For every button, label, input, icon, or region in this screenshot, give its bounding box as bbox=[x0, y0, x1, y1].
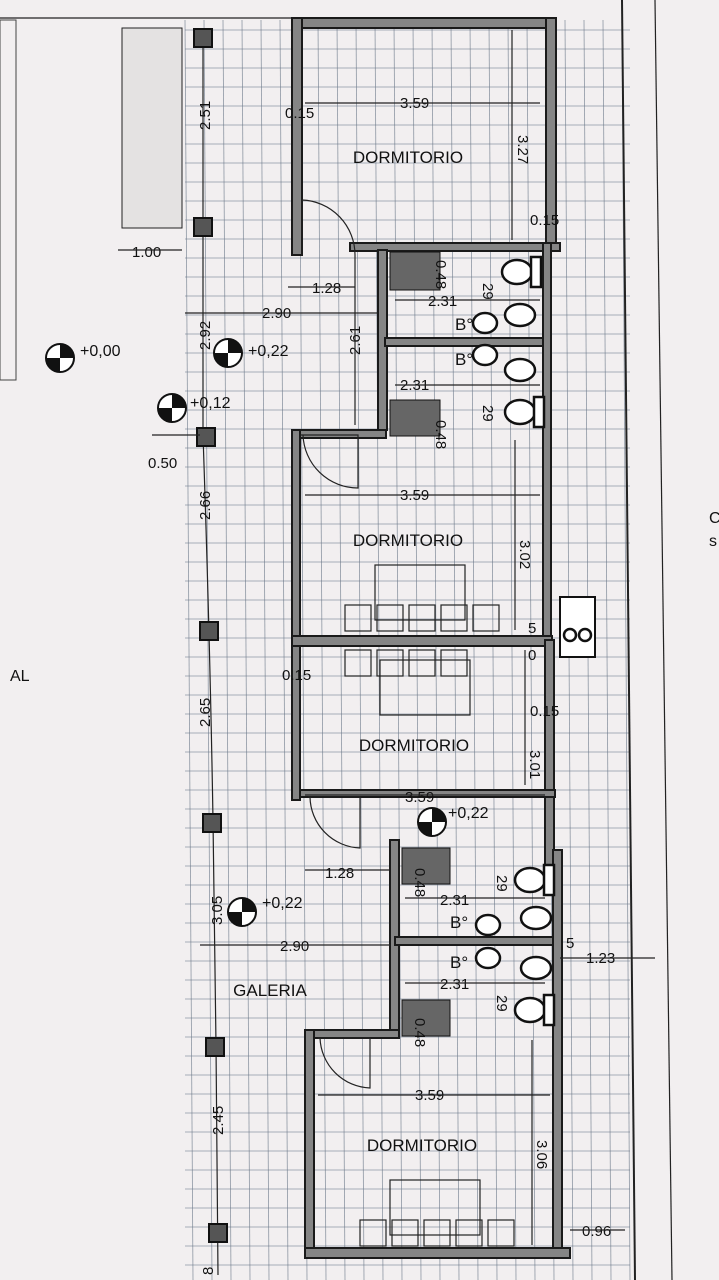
gallery-label: GALERIA bbox=[233, 981, 307, 1000]
walls bbox=[291, 17, 571, 1259]
bath-label: B° bbox=[455, 350, 473, 369]
level-label: +0,12 bbox=[190, 395, 231, 412]
column bbox=[208, 1223, 228, 1243]
edge-text: AL bbox=[10, 668, 30, 685]
beds bbox=[344, 564, 515, 1247]
bath-fixtures bbox=[389, 251, 596, 1037]
dimension-label: 1.28 bbox=[325, 865, 354, 882]
dimension-label: 0.48 bbox=[432, 260, 449, 289]
sink-unit bbox=[559, 596, 596, 658]
edge-text: C bbox=[709, 510, 719, 527]
dimension-label: 2.65 bbox=[197, 698, 214, 727]
level-label: +0,22 bbox=[248, 343, 289, 360]
dimension-label: 0.48 bbox=[411, 868, 428, 897]
dimension-label: 0.96 bbox=[582, 1223, 611, 1240]
dimension-label: 0.15 bbox=[285, 105, 314, 122]
column-axis bbox=[193, 28, 228, 1276]
dimension-label: 29 bbox=[479, 405, 496, 422]
dimension-label: 2.51 bbox=[197, 101, 214, 130]
dimension-label: 5 bbox=[528, 620, 536, 637]
dimension-label: 0.15 bbox=[530, 212, 559, 229]
dimension-label: 2.31 bbox=[440, 892, 469, 909]
dimension-label: 2.90 bbox=[280, 938, 309, 955]
dimension-label: 0 bbox=[528, 647, 536, 664]
edge-text: s bbox=[709, 533, 717, 550]
property-lines bbox=[0, 0, 673, 1280]
dimension-label: 5 bbox=[566, 935, 574, 952]
dimension-label: 0.48 bbox=[432, 420, 449, 449]
dimension-label: 2.92 bbox=[197, 321, 214, 350]
dimension-label: 0.15 bbox=[282, 667, 311, 684]
room-label: DORMITORIO bbox=[353, 531, 463, 550]
dimension-label: 2.66 bbox=[197, 491, 214, 520]
dimension-label: 2.31 bbox=[440, 976, 469, 993]
dimension-label: 2.45 bbox=[210, 1106, 227, 1135]
dimension-label: 3.59 bbox=[405, 789, 434, 806]
dimension-label: 3.02 bbox=[516, 540, 533, 569]
level-markers bbox=[45, 338, 447, 927]
room-label: DORMITORIO bbox=[359, 736, 469, 755]
dimension-label: 0.48 bbox=[411, 1018, 428, 1047]
bath-label: B° bbox=[450, 953, 468, 972]
dimension-label: 1.00 bbox=[132, 244, 161, 261]
dimension-label: 29 bbox=[493, 875, 510, 892]
room-label: DORMITORIO bbox=[353, 148, 463, 167]
labels: DORMITORIO DORMITORIO DORMITORIO DORMITO… bbox=[10, 95, 719, 1275]
bath-label: B° bbox=[450, 913, 468, 932]
dimension-label: 3.01 bbox=[526, 750, 543, 779]
dimension-lines bbox=[118, 30, 655, 1245]
dimension-label: 0.15 bbox=[530, 703, 559, 720]
dimension-label: 29 bbox=[479, 283, 496, 300]
bath-label: B° bbox=[455, 315, 473, 334]
column bbox=[202, 813, 222, 833]
column bbox=[199, 621, 219, 641]
dimension-label: 3.27 bbox=[514, 135, 531, 164]
level-label: +0,00 bbox=[80, 343, 121, 360]
column bbox=[205, 1037, 225, 1057]
dimension-label: 3.05 bbox=[209, 896, 226, 925]
dimension-label: 29 bbox=[493, 995, 510, 1012]
column bbox=[196, 427, 216, 447]
room-label: DORMITORIO bbox=[367, 1136, 477, 1155]
column bbox=[193, 217, 213, 237]
planter-box bbox=[121, 27, 183, 229]
dimension-label: 3.06 bbox=[533, 1140, 550, 1169]
level-label: +0,22 bbox=[448, 805, 489, 822]
level-label: +0,22 bbox=[262, 895, 303, 912]
column bbox=[193, 28, 213, 48]
dimension-label: 2.31 bbox=[428, 293, 457, 310]
dimension-label: 0.50 bbox=[148, 455, 177, 472]
doors bbox=[300, 199, 371, 1089]
dimension-label: 1.28 bbox=[312, 280, 341, 297]
dimension-label: 8 bbox=[200, 1267, 217, 1275]
